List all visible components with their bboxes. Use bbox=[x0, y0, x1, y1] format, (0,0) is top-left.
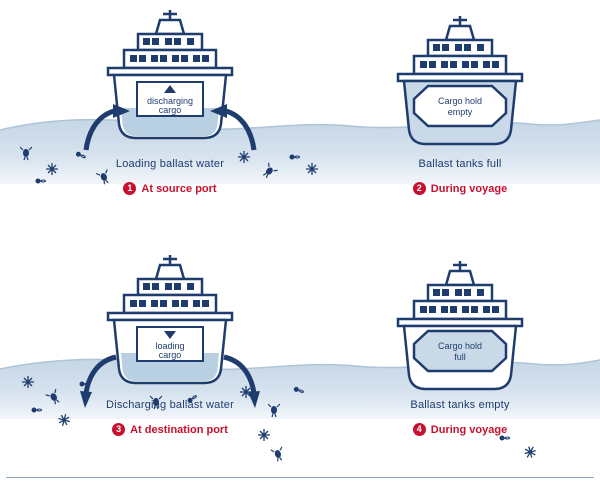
organism-icon bbox=[306, 162, 318, 176]
bottom-rule bbox=[6, 477, 594, 478]
organism-icon bbox=[240, 385, 252, 399]
ship-windows bbox=[420, 289, 499, 313]
organism-icon bbox=[22, 375, 34, 389]
funnel bbox=[444, 24, 476, 42]
panel-caption-voyage-empty: Ballast tanks empty bbox=[410, 399, 510, 411]
organism-icon bbox=[20, 146, 32, 161]
ship-windows bbox=[130, 38, 209, 62]
panel-caption-destination-port: Discharging ballast water bbox=[106, 399, 234, 411]
organism-icon bbox=[288, 153, 300, 161]
stage-number-badge: 2 bbox=[412, 182, 426, 195]
stage-number-badge: 4 bbox=[412, 423, 426, 436]
organism-icon bbox=[498, 434, 510, 442]
cargo-hold-label-line2: cargo bbox=[159, 105, 182, 115]
stage-badge-voyage-full: 2 During voyage bbox=[350, 182, 570, 195]
stage-label: At destination port bbox=[130, 423, 228, 436]
ship-source-port: discharging cargo bbox=[83, 10, 257, 151]
stage-badge-destination-port: 3 At destination port bbox=[60, 423, 280, 436]
organism-icon bbox=[258, 428, 270, 442]
stage-badge-voyage-empty: 4 During voyage bbox=[350, 423, 570, 436]
cargo-up-arrow-icon bbox=[164, 85, 176, 93]
organism-icon bbox=[46, 162, 58, 176]
cargo-hold-label-line1: loading bbox=[155, 341, 184, 351]
funnel bbox=[154, 263, 186, 281]
stage-number-badge: 1 bbox=[123, 182, 137, 195]
cargo-hold-label-line2: full bbox=[454, 352, 466, 362]
cargo-hold-label-line2: cargo bbox=[159, 350, 182, 360]
cargo-hold-label-line2: empty bbox=[448, 107, 473, 117]
stage-label: During voyage bbox=[430, 423, 508, 436]
stage-badge-source-port: 1 At source port bbox=[60, 182, 280, 195]
organism-icon bbox=[78, 380, 90, 388]
cargo-hold-label-line1: discharging bbox=[147, 96, 193, 106]
cargo-hold-label-box: Cargo hold full bbox=[412, 329, 508, 373]
ship-windows bbox=[130, 283, 209, 307]
cargo-hold-label-box: loading cargo bbox=[136, 326, 204, 362]
cargo-hold-label-line1: Cargo hold bbox=[438, 341, 482, 351]
organism-icon bbox=[34, 177, 46, 185]
ship-voyage-ballast-empty: Cargo hold full bbox=[396, 261, 524, 391]
panel-caption-voyage-full: Ballast tanks full bbox=[418, 158, 502, 170]
funnel bbox=[444, 269, 476, 287]
organism-icon bbox=[150, 395, 162, 410]
organism-icon bbox=[30, 406, 42, 414]
cargo-down-arrow-icon bbox=[164, 331, 176, 339]
cargo-hold-label-line1: Cargo hold bbox=[438, 96, 482, 106]
cargo-hold-label-box: Cargo hold empty bbox=[412, 84, 508, 128]
ballast-inflow-arrows bbox=[83, 104, 257, 151]
ship-windows bbox=[420, 44, 499, 68]
organism-icon bbox=[238, 150, 250, 164]
cargo-hold-label-box: discharging cargo bbox=[136, 81, 204, 117]
organism-icon bbox=[521, 443, 539, 461]
stage-number-badge: 3 bbox=[112, 423, 126, 436]
funnel bbox=[154, 18, 186, 36]
panel-caption-source-port: Loading ballast water bbox=[115, 158, 225, 170]
organism-icon bbox=[270, 446, 286, 463]
organism-icon bbox=[268, 403, 280, 418]
stage-label: At source port bbox=[141, 182, 217, 195]
stage-label: During voyage bbox=[430, 182, 508, 195]
ballast-outflow-arrows bbox=[80, 354, 260, 408]
ship-voyage-ballast-full: Cargo hold empty bbox=[396, 16, 524, 146]
ship-destination-port: loading cargo bbox=[80, 255, 260, 408]
